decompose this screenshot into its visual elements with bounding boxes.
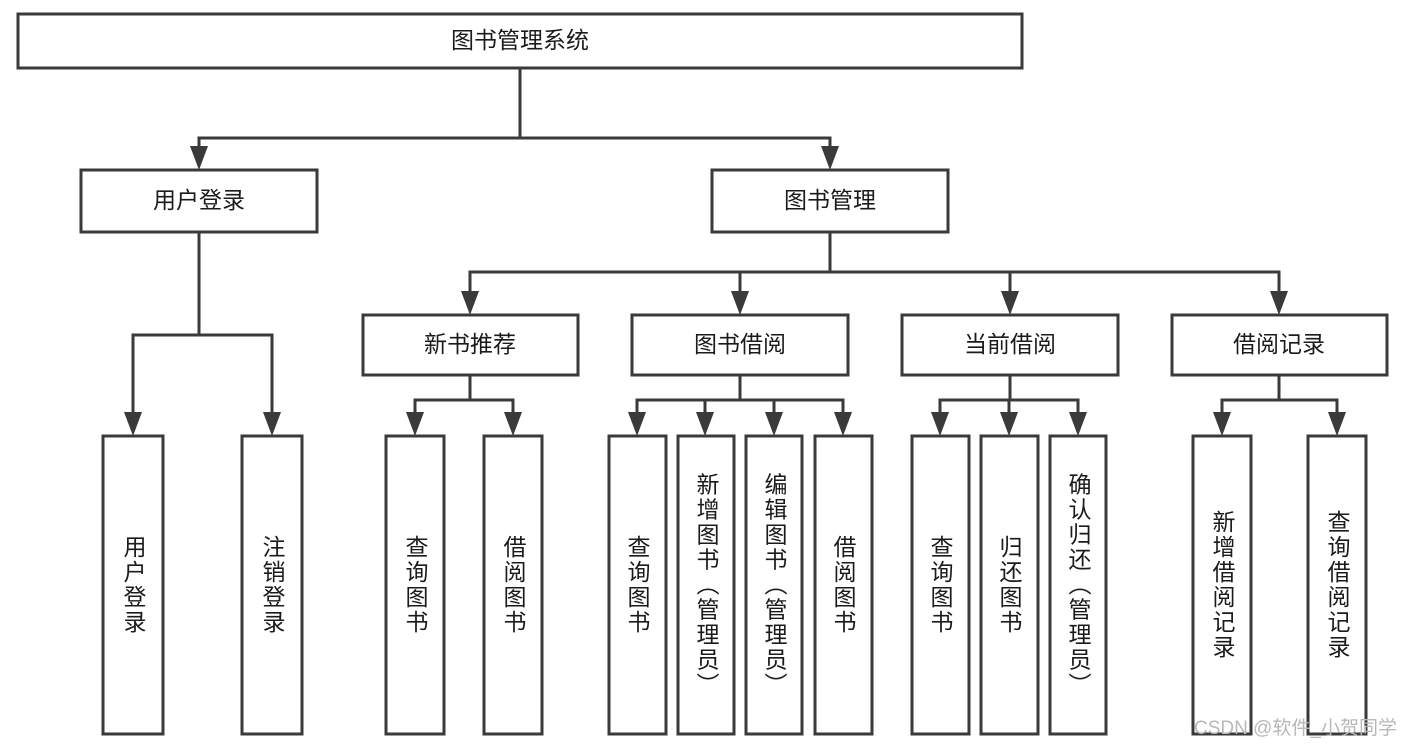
node-leaf-borrow-book-1[interactable]: 借阅图书 xyxy=(482,434,544,736)
node-leaf-query-record[interactable]: 查询借阅记录 xyxy=(1306,434,1368,736)
arrow-to-leaf-user-login xyxy=(124,412,142,436)
arrow-to-leaf-add-book xyxy=(696,412,714,436)
leaf-query-book-3-label: 查询图书 xyxy=(927,535,954,635)
leaf-query-book-1-box[interactable] xyxy=(384,434,446,736)
leaf-return-book-label: 归还图书 xyxy=(996,535,1023,635)
leaf-query-record-box[interactable] xyxy=(1306,434,1368,736)
current-borrow-box[interactable] xyxy=(900,313,1120,377)
book-management-box[interactable] xyxy=(710,168,950,234)
leaf-borrow-book-1-box[interactable] xyxy=(482,434,544,736)
node-leaf-add-book[interactable]: 新增图书（管理员） xyxy=(676,434,736,736)
arrow-to-leaf-query-record xyxy=(1328,412,1346,436)
arrow-to-leaf-user-logout xyxy=(263,412,281,436)
node-leaf-user-logout[interactable]: 注销登录 xyxy=(240,434,304,736)
user-login-label: 用户登录 xyxy=(153,187,245,213)
borrow-record-box[interactable] xyxy=(1170,313,1389,377)
leaf-edit-book-label: 编辑图书（管理员） xyxy=(761,473,788,698)
node-book-management[interactable]: 图书管理 xyxy=(710,168,950,234)
node-borrow-record[interactable]: 借阅记录 xyxy=(1170,313,1389,377)
arrow-to-leaf-return-book xyxy=(1000,412,1018,436)
leaf-add-record-box[interactable] xyxy=(1191,434,1253,736)
book-borrow-box[interactable] xyxy=(630,313,850,377)
csdn-watermark: CSDN @软件_小贺同学 xyxy=(1194,717,1397,739)
leaf-query-book-3-box[interactable] xyxy=(910,434,971,736)
arrow-to-borrow-record xyxy=(1270,291,1288,315)
arrow-to-current-borrow xyxy=(1001,291,1019,315)
leaf-user-login-label: 用户登录 xyxy=(120,535,147,635)
leaf-add-record-label: 新增借阅记录 xyxy=(1209,510,1236,660)
leaf-confirm-return-box[interactable] xyxy=(1048,434,1108,736)
node-new-book-recommend[interactable]: 新书推荐 xyxy=(361,313,580,377)
node-leaf-query-book-2[interactable]: 查询图书 xyxy=(607,434,668,736)
leaf-borrow-book-2-box[interactable] xyxy=(813,434,874,736)
leaf-add-book-box[interactable] xyxy=(676,434,736,736)
leaf-add-book-label: 新增图书（管理员） xyxy=(693,473,720,698)
leaf-user-logout-box[interactable] xyxy=(240,434,304,736)
leaf-query-book-1-label: 查询图书 xyxy=(402,535,429,635)
arrow-to-leaf-query-book-2 xyxy=(628,412,646,436)
root-label: 图书管理系统 xyxy=(451,27,589,53)
leaf-user-logout-label: 注销登录 xyxy=(259,535,286,635)
leaf-edit-book-box[interactable] xyxy=(744,434,804,736)
root-box[interactable] xyxy=(16,12,1024,70)
node-leaf-edit-book[interactable]: 编辑图书（管理员） xyxy=(744,434,804,736)
leaf-return-book-box[interactable] xyxy=(979,434,1040,736)
node-leaf-query-book-1[interactable]: 查询图书 xyxy=(384,434,446,736)
arrow-to-leaf-query-book-3 xyxy=(931,412,949,436)
new-book-recommend-box[interactable] xyxy=(361,313,580,377)
new-book-recommend-label: 新书推荐 xyxy=(424,331,516,357)
book-borrow-label: 图书借阅 xyxy=(694,331,786,357)
node-leaf-return-book[interactable]: 归还图书 xyxy=(979,434,1040,736)
arrow-to-book-management xyxy=(821,146,839,170)
leaf-query-book-2-box[interactable] xyxy=(607,434,668,736)
arrow-to-leaf-borrow-book-2 xyxy=(834,412,852,436)
arrow-to-leaf-borrow-book-1 xyxy=(504,412,522,436)
arrow-to-leaf-query-book-1 xyxy=(406,412,424,436)
leaf-user-login-box[interactable] xyxy=(101,434,165,736)
book-management-label: 图书管理 xyxy=(784,187,876,213)
node-current-borrow[interactable]: 当前借阅 xyxy=(900,313,1120,377)
node-leaf-query-book-3[interactable]: 查询图书 xyxy=(910,434,971,736)
leaf-confirm-return-label: 确认归还（管理员） xyxy=(1065,473,1092,698)
node-user-login[interactable]: 用户登录 xyxy=(79,168,319,234)
arrow-to-book-borrow xyxy=(731,291,749,315)
arrow-to-leaf-add-record xyxy=(1213,412,1231,436)
node-leaf-confirm-return[interactable]: 确认归还（管理员） xyxy=(1048,434,1108,736)
node-root[interactable]: 图书管理系统 xyxy=(16,12,1024,70)
user-login-box[interactable] xyxy=(79,168,319,234)
leaf-borrow-book-1-label: 借阅图书 xyxy=(500,535,527,635)
arrow-to-leaf-edit-book xyxy=(765,412,783,436)
leaf-query-book-2-label: 查询图书 xyxy=(624,535,651,635)
connector-layer xyxy=(124,66,1346,436)
node-leaf-borrow-book-2[interactable]: 借阅图书 xyxy=(813,434,874,736)
arrow-to-new-book-recommend xyxy=(461,291,479,315)
arrow-to-user-login xyxy=(190,146,208,170)
node-leaf-user-login[interactable]: 用户登录 xyxy=(101,434,165,736)
node-leaf-add-record[interactable]: 新增借阅记录 xyxy=(1191,434,1253,736)
node-book-borrow[interactable]: 图书借阅 xyxy=(630,313,850,377)
leaf-query-record-label: 查询借阅记录 xyxy=(1324,510,1351,660)
borrow-record-label: 借阅记录 xyxy=(1233,331,1325,357)
arrow-to-leaf-confirm-return xyxy=(1069,412,1087,436)
current-borrow-label: 当前借阅 xyxy=(964,331,1056,357)
leaf-borrow-book-2-label: 借阅图书 xyxy=(830,535,857,635)
